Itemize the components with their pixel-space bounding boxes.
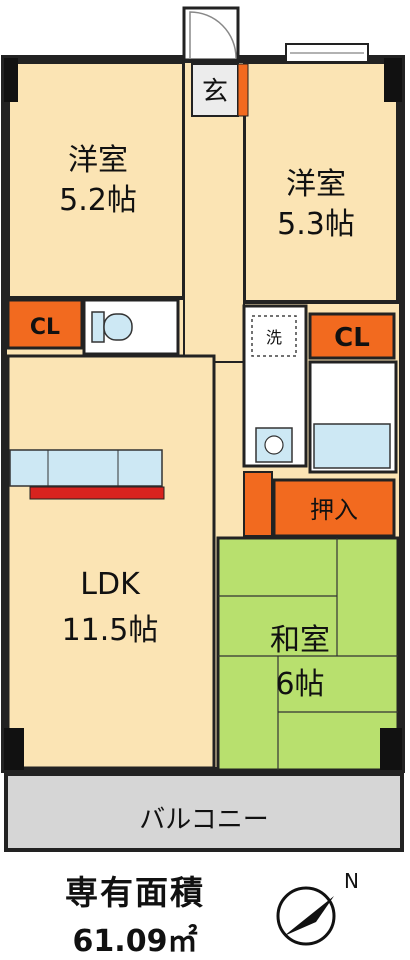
japanese-room xyxy=(216,536,400,772)
closet-left-label: CL xyxy=(30,315,60,340)
closet-right xyxy=(308,312,396,360)
ldk-name: LDK xyxy=(80,567,141,602)
ldk-size: 11.5帖 xyxy=(62,613,159,648)
oshiire-label: 押入 xyxy=(310,496,358,524)
western-room-1-size: 5.2帖 xyxy=(59,183,137,218)
japanese-room-size: 6帖 xyxy=(275,667,324,702)
floor-area-value: 61.09㎡ xyxy=(72,924,198,959)
washer-space xyxy=(251,315,297,357)
ldk-room xyxy=(6,354,216,770)
toilet-bowl xyxy=(103,313,133,341)
kitchen-red-bar xyxy=(29,486,165,500)
toilet-tank xyxy=(91,311,105,343)
closet-right-label: CL xyxy=(334,323,370,353)
oshiire-left-panel xyxy=(243,471,273,537)
washer-label: 洗 xyxy=(266,328,282,347)
floor-area-title: 専有面積 xyxy=(65,873,205,912)
entrance-floor xyxy=(191,63,239,117)
compass-icon: N xyxy=(276,869,359,946)
entrance-label: 玄 xyxy=(202,77,228,107)
western-room-2-name: 洋室 xyxy=(286,167,346,202)
oshiire xyxy=(272,478,396,538)
western-room-1 xyxy=(6,60,186,300)
pillar xyxy=(380,728,402,770)
pillar xyxy=(384,58,402,102)
western-room-2-size: 5.3帖 xyxy=(277,207,355,242)
entrance-shoe-cabinet xyxy=(237,63,249,117)
washbasin xyxy=(255,427,293,463)
washbasin-bowl xyxy=(264,435,284,455)
closet-left xyxy=(6,298,84,350)
entrance-door-swing xyxy=(189,11,237,59)
bathtub xyxy=(313,423,391,469)
compass-north-label: N xyxy=(344,869,359,893)
kitchen-counter xyxy=(9,449,163,487)
western-room-1-name: 洋室 xyxy=(68,143,128,178)
pillar xyxy=(4,728,24,770)
balcony xyxy=(4,772,404,852)
floor-area-block: 専有面積 61.09㎡ xyxy=(0,860,270,960)
japanese-room-name: 和室 xyxy=(270,623,330,658)
pillar xyxy=(4,58,18,102)
balcony-label: バルコニー xyxy=(139,805,268,835)
